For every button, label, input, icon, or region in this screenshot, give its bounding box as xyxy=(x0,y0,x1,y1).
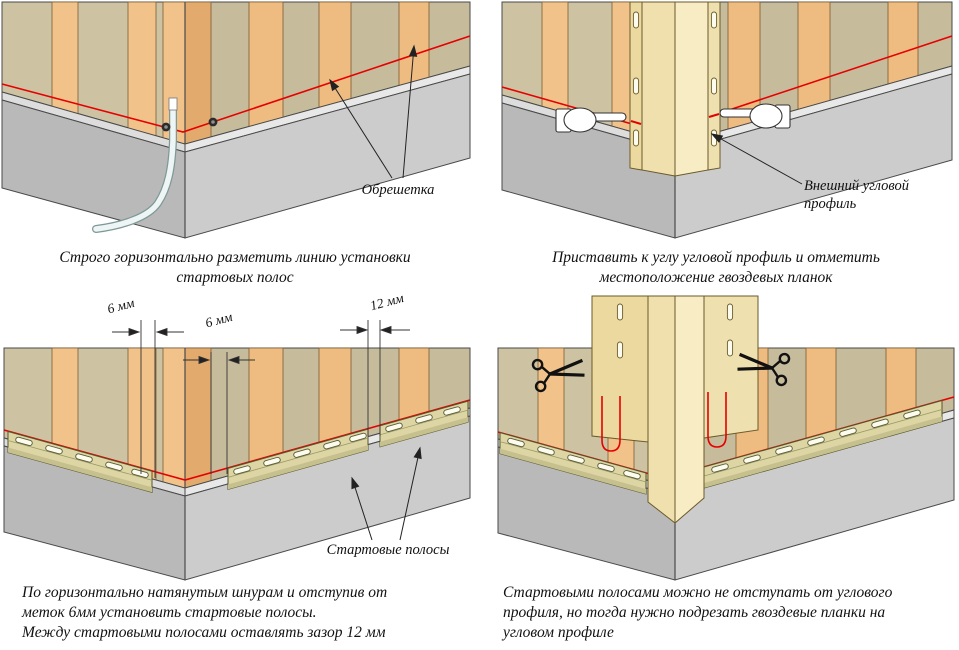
dimension-6mm-left xyxy=(112,320,184,478)
starter-strips xyxy=(499,399,943,495)
mark-line-illustration: Обрешетка xyxy=(1,1,471,239)
caption-line: Приставить к углу угловой профиль и отме… xyxy=(552,249,880,266)
dim-12mm-label: 12 мм xyxy=(368,290,405,313)
dimension-6mm-corner xyxy=(183,352,255,474)
corner-profile-illustration: Внешний угловой профиль xyxy=(501,1,953,239)
battens-callout xyxy=(326,45,418,179)
caption-line: Между стартовыми полосами оставлять зазо… xyxy=(22,624,386,641)
caption-line: стартовых полос xyxy=(176,269,294,286)
caption-bottom-left: По горизонтально натянутым шнурам и отст… xyxy=(22,583,474,643)
profile-label-line1: Внешний угловой xyxy=(804,178,910,194)
water-level-tube-icon xyxy=(92,97,178,233)
caption-line: По горизонтально натянутым шнурам и отст… xyxy=(22,584,388,601)
caption-line: угловом профиле xyxy=(503,624,614,641)
battens-label: Обрешетка xyxy=(362,182,435,198)
pointing-hand-icon xyxy=(719,103,791,129)
level-line xyxy=(1,35,471,133)
pointing-hand-icon xyxy=(555,107,627,133)
caption-line: местоположение гвоздевых планок xyxy=(599,269,833,286)
caption-line: профиля, но тогда нужно подрезать гвозде… xyxy=(503,604,886,621)
foundation xyxy=(501,65,953,239)
outer-corner-profile xyxy=(591,295,759,525)
dimension-12mm-gap xyxy=(340,320,410,436)
caption-line: Строго горизонтально разметить линию уст… xyxy=(59,249,411,266)
trim-flanges-illustration xyxy=(497,295,955,581)
pin-icon xyxy=(208,117,218,127)
caption-bottom-right: Стартовыми полосами можно не отступать о… xyxy=(503,583,955,643)
caption-top-right: Приставить к углу угловой профиль и отме… xyxy=(485,248,947,288)
caption-line: меток 6мм установить стартовые полосы. xyxy=(22,604,317,621)
pencil-marks xyxy=(630,113,720,125)
pin-icon xyxy=(161,122,171,132)
dim-6mm-corner-label: 6 мм xyxy=(204,309,235,331)
starter-strips xyxy=(7,400,469,493)
trim-cut-marks xyxy=(601,392,727,452)
caption-top-left: Строго горизонтально разметить линию уст… xyxy=(0,248,470,288)
battens xyxy=(51,347,430,489)
scissors-icon xyxy=(531,358,585,393)
profile-label-line2: профиль xyxy=(804,196,857,212)
caption-line: Стартовыми полосами можно не отступать о… xyxy=(503,584,893,601)
scissors-icon xyxy=(737,352,791,387)
strips-callout xyxy=(348,446,424,541)
dim-6mm-left-label: 6 мм xyxy=(106,295,137,317)
strips-label: Стартовые полосы xyxy=(327,542,450,558)
foundation xyxy=(1,65,471,239)
outer-corner-profile xyxy=(629,1,721,177)
profile-callout xyxy=(709,130,803,185)
starter-strips-illustration: 6 мм 6 мм 12 мм Стартовые полосы xyxy=(3,290,471,581)
